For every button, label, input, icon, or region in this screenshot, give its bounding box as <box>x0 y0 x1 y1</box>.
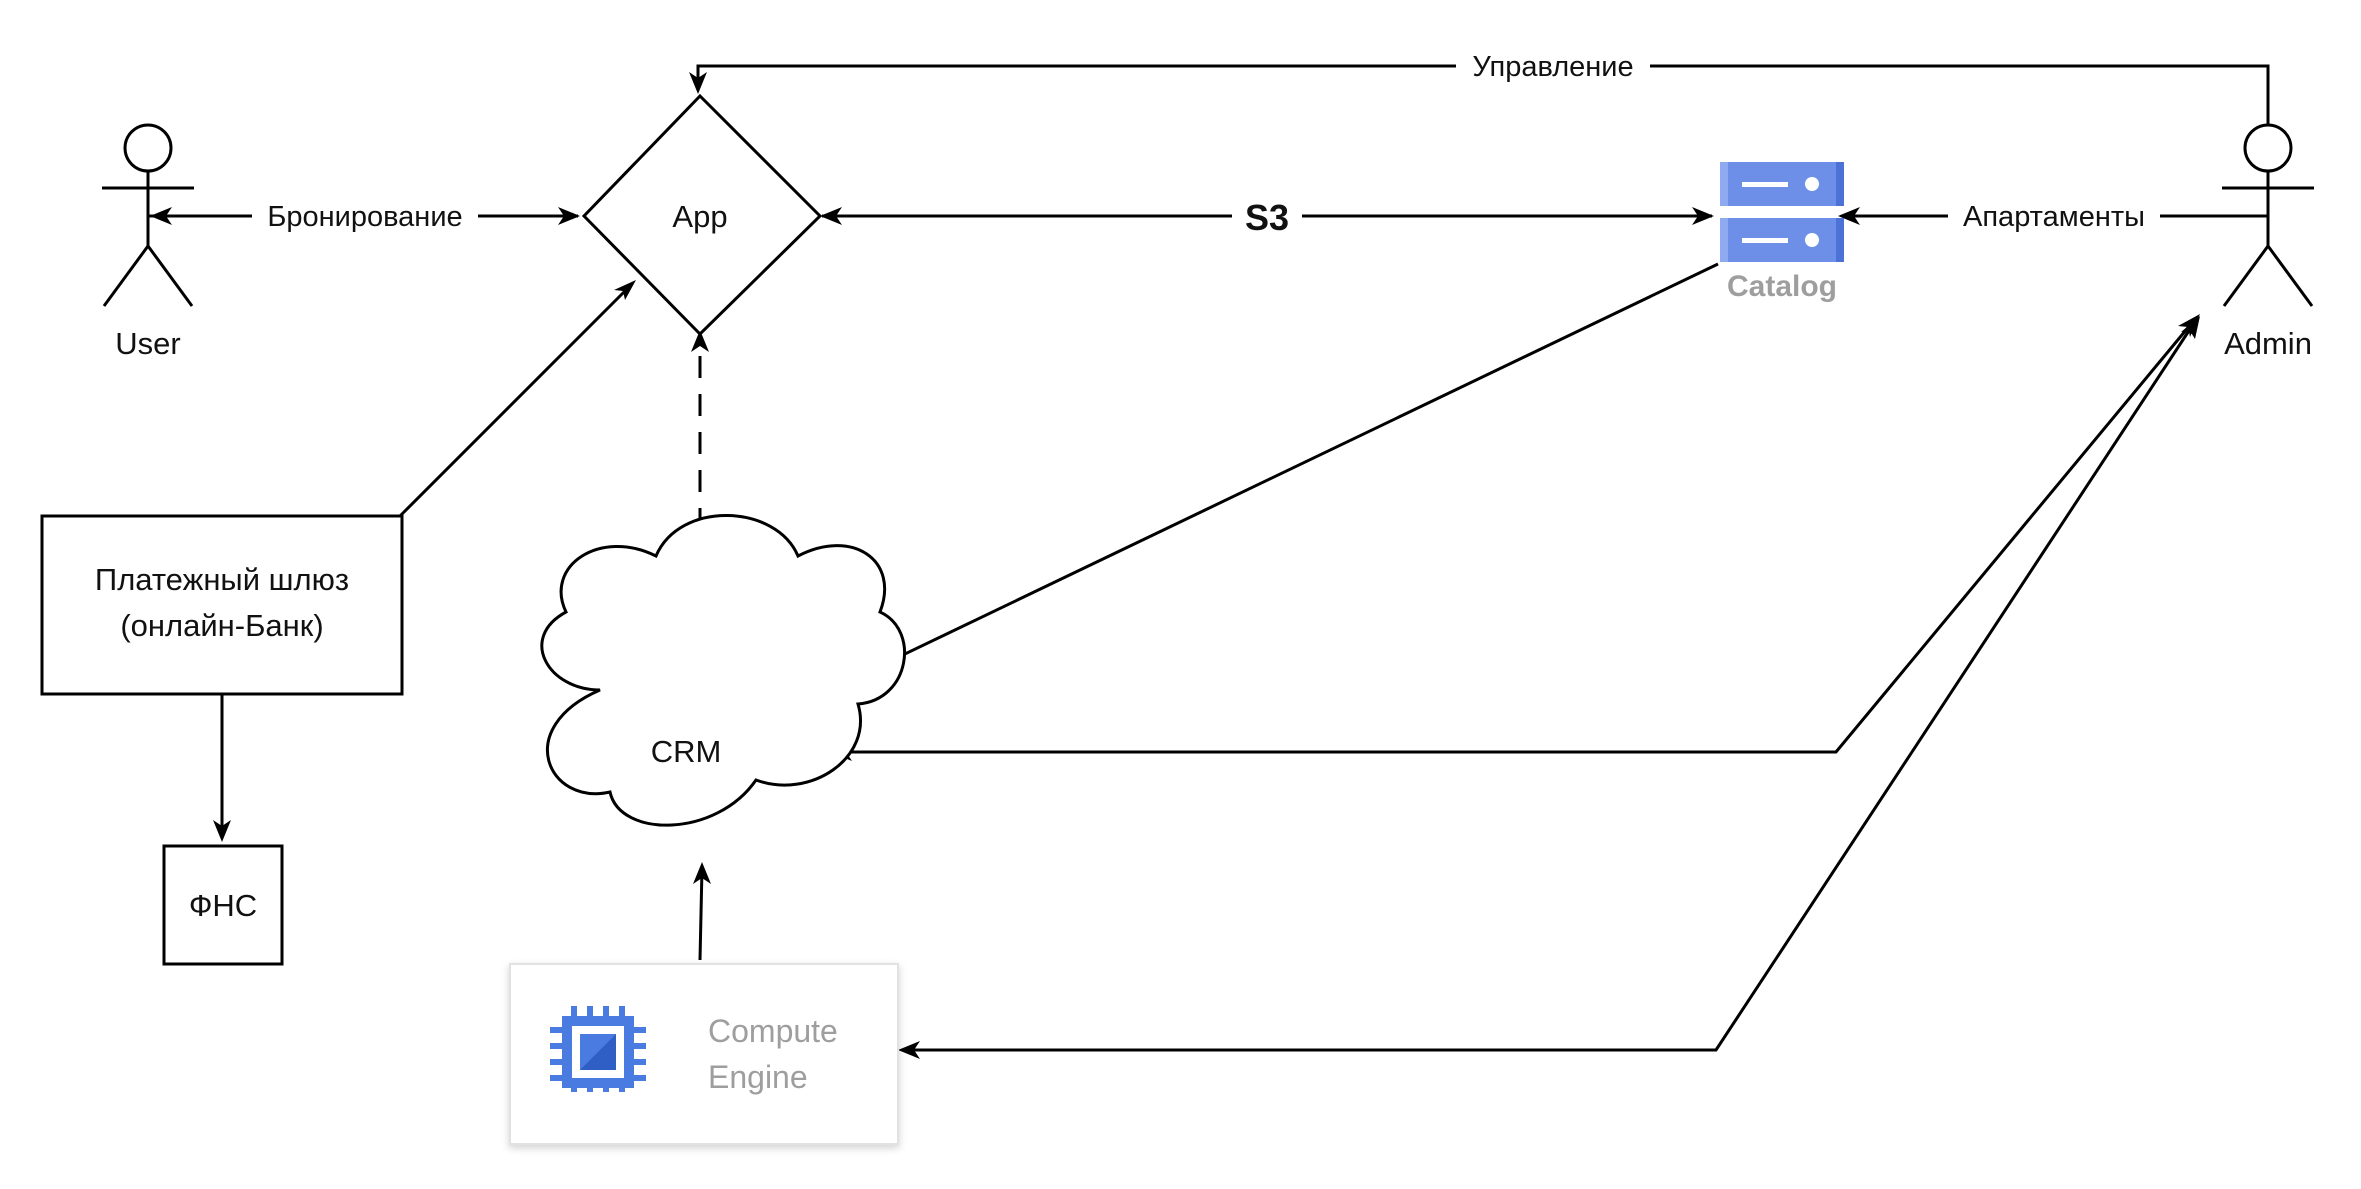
edge-payment-fns <box>213 694 231 842</box>
edge-payment-app <box>398 280 636 518</box>
payment-label-line2: (онлайн-Банк) <box>120 608 323 643</box>
crm-node: CRM <box>540 514 906 827</box>
admin-label: Admin <box>2224 326 2312 361</box>
svg-text:Бронирование: Бронирование <box>267 201 462 233</box>
edge-label-s3: S3 <box>1232 194 1302 238</box>
crm-label: CRM <box>651 734 722 769</box>
edge-admin-crm <box>830 314 2200 761</box>
compute-label-line1: Compute <box>708 1013 838 1049</box>
edge-label-management: Управление <box>1456 48 1650 84</box>
edge-admin-compute <box>898 316 2200 1059</box>
svg-text:Управление: Управление <box>1472 51 1633 83</box>
admin-actor <box>2222 123 2314 307</box>
edge-catalog-crm <box>826 262 1719 692</box>
fns-node: ФНС <box>162 844 284 966</box>
app-node: App <box>581 93 823 337</box>
edge-label-apartments: Апартаменты <box>1948 198 2160 234</box>
svg-text:Апартаменты: Апартаменты <box>1963 201 2145 233</box>
edge-compute-crm <box>693 862 711 961</box>
compute-label-line2: Engine <box>708 1059 808 1095</box>
storage-icon <box>1720 162 1844 262</box>
fns-label: ФНС <box>189 888 257 923</box>
payment-label-line1: Платежный шлюз <box>95 562 349 597</box>
edge-label-booking: Бронирование <box>252 198 478 234</box>
payment-gateway-node: Платежный шлюз (онлайн-Банк) <box>40 514 404 696</box>
catalog-node: Catalog <box>1720 162 1844 303</box>
user-label: User <box>115 326 180 361</box>
user-actor <box>102 123 194 307</box>
compute-engine-node: Compute Engine <box>509 963 899 1145</box>
svg-text:S3: S3 <box>1245 197 1289 238</box>
catalog-label: Catalog <box>1727 270 1837 303</box>
app-label: App <box>672 199 727 234</box>
chip-icon <box>550 1006 646 1092</box>
